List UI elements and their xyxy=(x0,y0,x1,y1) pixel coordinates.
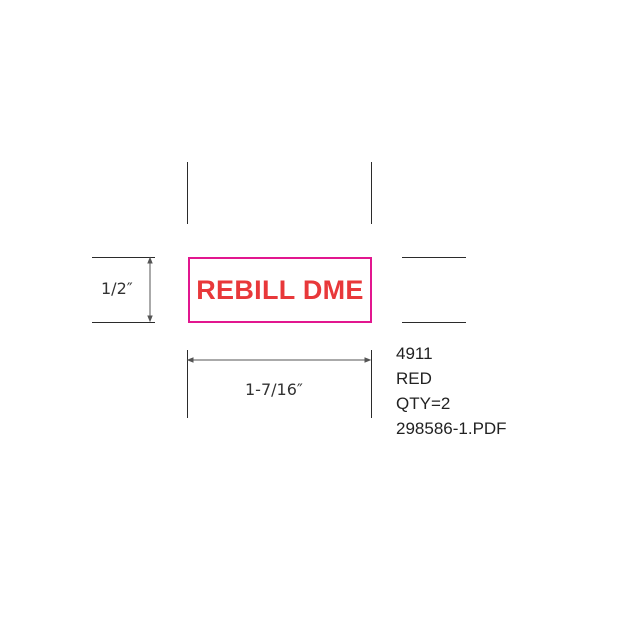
spec-item-number: 4911 xyxy=(396,344,433,363)
width-guide-right xyxy=(371,350,372,418)
height-dimension-label: 1/2″ xyxy=(101,279,133,298)
width-guide-left xyxy=(187,350,188,418)
height-guide-bottom xyxy=(92,322,155,323)
arrow-up-icon xyxy=(147,256,153,264)
height-guide-top xyxy=(92,257,155,258)
width-dimension-label: 1-7/16″ xyxy=(245,380,303,399)
arrow-left-icon xyxy=(186,357,194,363)
top-guide-left xyxy=(187,162,188,224)
arrow-right-icon xyxy=(364,357,372,363)
label-text: REBILL DME xyxy=(196,274,364,305)
arrow-down-icon xyxy=(147,315,153,323)
spec-color: RED xyxy=(396,369,432,388)
spec-quantity: QTY=2 xyxy=(396,394,451,413)
top-guide-right xyxy=(371,162,372,224)
spec-file: 298586-1.PDF xyxy=(396,419,507,438)
right-guide-top xyxy=(402,257,466,258)
right-guide-bottom xyxy=(402,322,466,323)
label-preview: REBILL DME xyxy=(188,257,372,323)
